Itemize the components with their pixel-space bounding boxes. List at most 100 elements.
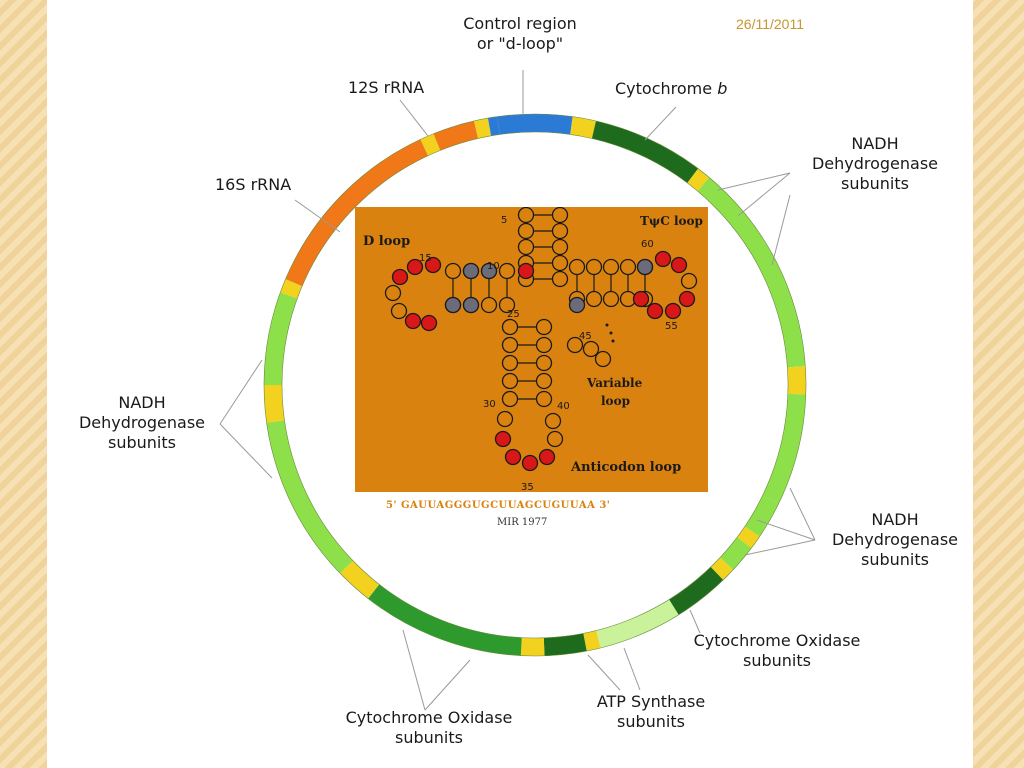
nucleotide [517,207,535,224]
mtdna-genome-ring [263,113,807,657]
label-12s-rrna: 12S rRNA [348,78,425,97]
ring-segment-nadh [744,495,779,537]
nucleotide-t-loop [632,290,650,308]
nucleotide-anticodon-loop [521,454,539,472]
nucleotide-t-loop [678,290,696,308]
label-cytochrome-b: Cytochrome b [615,79,728,98]
ring-segment-nadh [266,420,354,574]
pos-10: 10 [487,261,500,272]
nucleotide-variable-loop [594,350,612,368]
nucleotide-anticodon-loop [538,448,556,466]
ring-segment-nadh [762,393,806,504]
nucleotide [501,354,519,372]
nucleotide [602,258,620,276]
nucleotide-variable-loop [582,340,600,358]
nucleotide-anticodon-loop [504,448,522,466]
nucleotide [498,262,516,280]
pos-40: 40 [557,401,570,412]
mir-sequence: 5' GAUUAGGGUGCUUAGCUGUUAA 3' [386,500,611,511]
nucleotide [585,258,603,276]
nucleotide [517,222,535,240]
ring-segment-trna [687,168,710,192]
trna-cloverleaf-figure: D loop TψC loop Variable loop Anticodon … [355,207,708,492]
nucleotide [602,290,620,308]
nucleotide-d-loop [384,284,402,302]
nucleotide-t-loop [654,250,672,268]
nucleotide-d-loop [424,256,442,274]
nucleotide [480,296,498,314]
nucleotide-semi-conserved [444,296,462,314]
ring-outer-edge [263,113,807,657]
ring-segment-control-region [497,114,573,135]
nucleotide [535,354,553,372]
ring-segment-cytochrome-oxidase [368,584,522,656]
nucleotide [535,318,553,336]
pos-30: 30 [483,399,496,410]
pos-60: 60 [641,239,654,250]
tpsic-loop-label: TψC loop [640,214,703,228]
nucleotide-t-loop [646,302,664,320]
nucleotide-conserved [517,262,535,280]
label-cytochrome-oxidase-right: Cytochrome Oxidase subunits [693,631,861,670]
nucleotide-d-loop [390,302,408,320]
nucleotide [501,336,519,354]
nucleotide-anticodon-loop [494,430,512,448]
ring-segment-trna [570,116,596,139]
nucleotide [501,372,519,390]
nucleotide-semi-conserved [636,258,654,276]
trna-structure: D loop TψC loop Variable loop Anticodon … [363,207,703,492]
nucleotide [498,296,516,314]
label-atp-synthase: ATP Synthase subunits [596,692,706,731]
ring-segment-cytochrome-oxidase [543,633,587,656]
pos-5: 5 [501,215,507,226]
variable-loop-dots [605,323,615,343]
ring-segment-atp-synthase [613,599,679,643]
label-control-region: Control region or "d-loop" [463,14,577,53]
nucleotide [517,238,535,256]
nucleotide [535,336,553,354]
ring-segment-nadh [697,177,806,368]
nucleotide [551,270,569,288]
nucleotide-d-loop [391,268,409,286]
nucleotide [619,258,637,276]
ring-segment-nadh [719,537,752,570]
pos-55: 55 [665,321,678,332]
nucleotide-anticodon-loop [496,410,514,428]
ring-segment-trna [583,630,601,652]
ring-segment-trna [280,279,303,299]
nucleotide-d-loop [404,312,422,330]
slide-date: 26/11/2011 [736,16,804,32]
ring-segment-trna [340,560,380,599]
nucleotide [585,290,603,308]
ring-segment-trna [420,133,441,156]
nucleotide-t-loop [680,272,698,290]
ring-segment-trna [474,118,492,139]
nucleotide-d-loop [420,314,438,332]
nucleotide [444,262,462,280]
nucleotide-semi-conserved [462,296,480,314]
label-16s-rrna: 16S rRNA [215,175,292,194]
anticodon-loop-label: Anticodon loop [570,460,681,475]
ring-segment-atp-synthase [596,625,619,648]
pos-35: 35 [521,482,534,492]
ring-segment-cytochrome-oxidase [668,566,724,615]
nucleotide [501,390,519,408]
ring-segment-nadh [264,292,298,386]
nucleotide-semi-conserved [462,262,480,280]
nucleotide [551,207,569,224]
label-cytochrome-oxidase-bottom: Cytochrome Oxidase subunits [345,708,513,747]
ring-segment-trna [264,384,285,423]
label-nadh-top-right: NADH Dehydrogenase subunits [811,134,939,193]
ring-inner-edge [281,131,789,639]
ring-segment-trna [710,557,734,580]
mir-caption: MIR 1977 [497,517,548,528]
nucleotide [535,390,553,408]
nucleotide-t-loop [664,302,682,320]
variable-loop-label-1: Variable [586,376,643,390]
nucleotide [535,372,553,390]
pos-45: 45 [579,331,592,342]
label-nadh-bottom-right: NADH Dehydrogenase subunits [831,510,959,569]
d-loop-label: D loop [363,234,410,249]
nucleotide [568,258,586,276]
nucleotide [551,238,569,256]
